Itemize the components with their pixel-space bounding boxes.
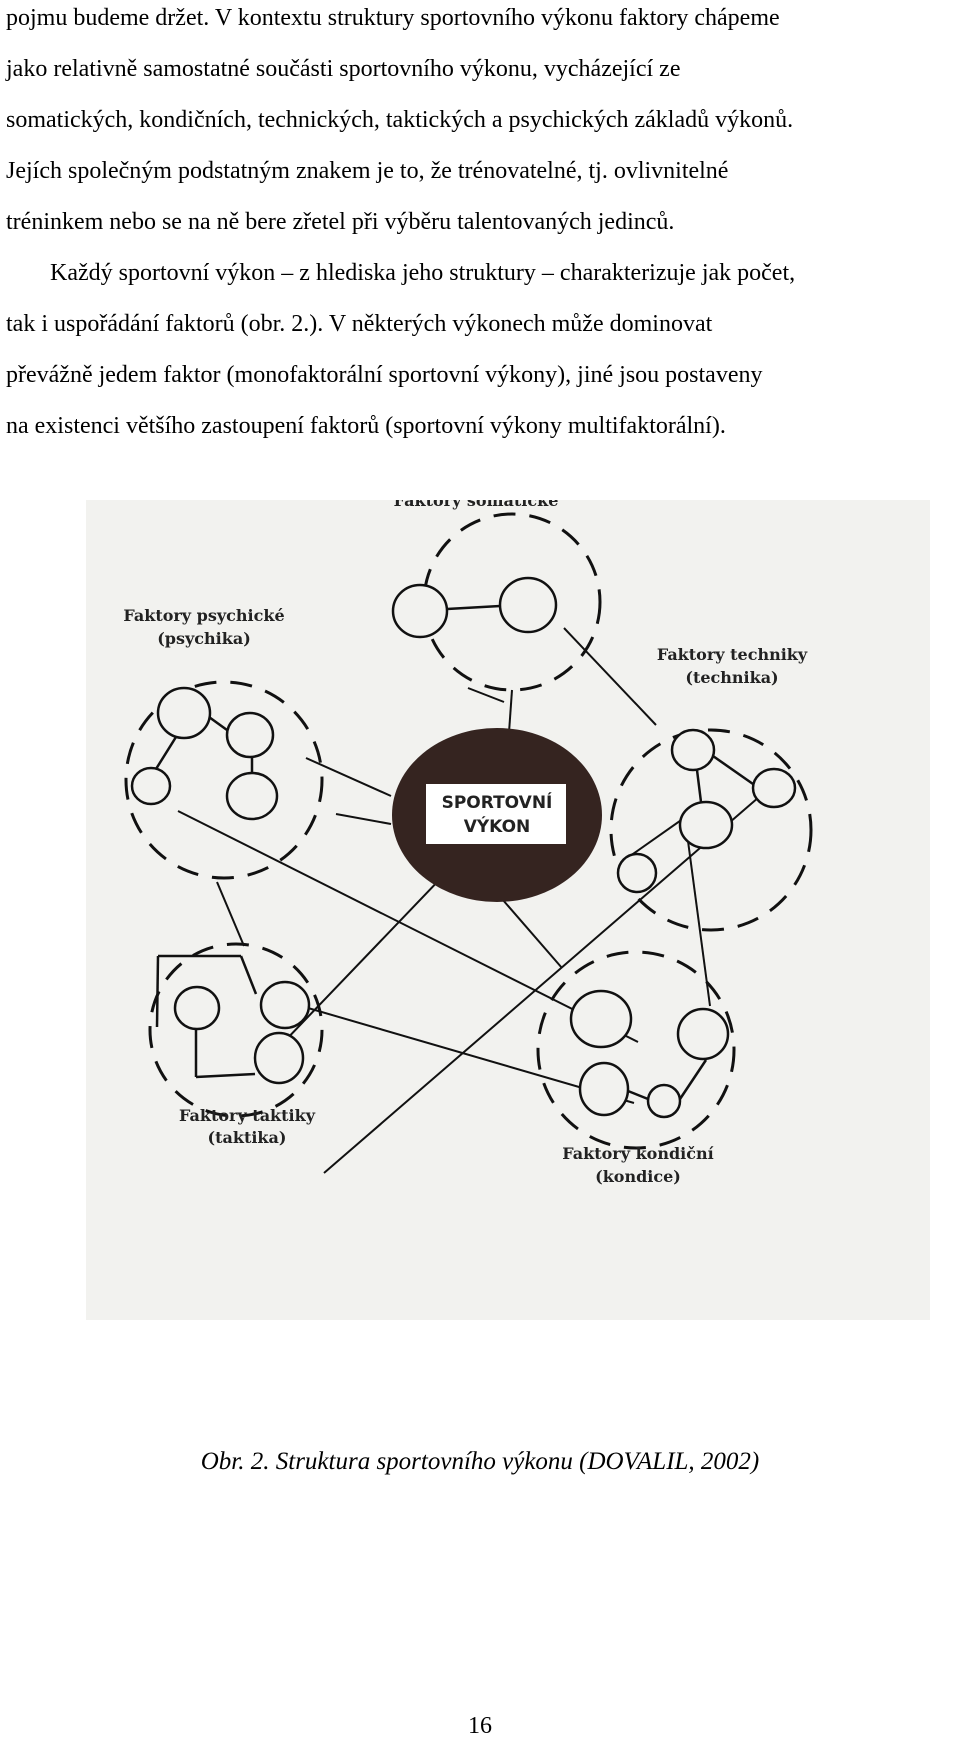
connector	[216, 881, 245, 947]
conditioning-factor-circle	[646, 1083, 682, 1119]
technique-factor-circle	[678, 800, 734, 850]
technique-factor-circle	[751, 767, 797, 809]
text-line: somatických, kondičních, technických, ta…	[6, 107, 794, 133]
figure-caption: Obr. 2. Struktura sportovního výkonu (DO…	[200, 1448, 760, 1475]
tactics-factors-sublabel: (taktika)	[208, 1128, 287, 1147]
center-label-box	[426, 784, 566, 844]
cluster-circles	[124, 512, 813, 1150]
psychic-factors-label: Faktory psychické	[123, 606, 284, 625]
connector	[695, 769, 703, 803]
somatic-factors-label: Faktory somatické	[394, 500, 559, 510]
connector	[678, 1059, 708, 1100]
cluster-internal-lines	[154, 604, 754, 1101]
tactics-factor-circle	[259, 980, 311, 1030]
text-line: pojmu budeme držet. V kontextu struktury…	[6, 5, 780, 31]
connector	[712, 754, 754, 786]
connector	[208, 715, 228, 732]
psychic-factor-circle	[156, 686, 212, 740]
center-label-line2: VÝKON	[464, 815, 531, 837]
connector	[323, 790, 767, 1174]
connector	[495, 891, 563, 969]
connector	[305, 757, 392, 797]
body-paragraph-1: pojmu budeme držet. V kontextu struktury…	[6, 0, 960, 248]
connector	[177, 810, 639, 1043]
connector	[239, 955, 258, 995]
tactics-factor-circle	[173, 985, 221, 1031]
tactics-factors-label: Faktory taktiky	[179, 1106, 316, 1125]
psychic-factor-circle	[130, 766, 172, 806]
conditioning-factor-circle	[676, 1007, 730, 1061]
page-number: 16	[468, 1713, 492, 1739]
body-paragraph-2: Každý sportovní výkon – z hlediska jeho …	[6, 248, 960, 452]
text-line: tak i uspořádání faktorů (obr. 2.). V ně…	[6, 311, 713, 337]
technique-factor-circle	[616, 852, 658, 894]
conditioning-factor-circle	[569, 989, 633, 1049]
psychic-factor-circle	[225, 711, 275, 759]
technique-cluster-circle	[609, 728, 813, 932]
text-line: na existenci většího zastoupení faktorů …	[6, 413, 726, 439]
text-line: Jejích společným podstatným znakem je to…	[6, 158, 729, 184]
technique-factors-sublabel: (technika)	[685, 668, 778, 687]
connector	[335, 813, 392, 825]
connector	[627, 1089, 649, 1101]
conditioning-factors-sublabel: (kondice)	[595, 1167, 681, 1186]
scan-background	[86, 500, 930, 1320]
text-line: Každý sportovní výkon – z hlediska jeho …	[50, 260, 796, 286]
connector	[154, 736, 178, 770]
psychic-factors-sublabel: (psychika)	[157, 629, 251, 648]
psychic-cluster-circle	[124, 680, 324, 880]
psychic-factor-circle	[225, 771, 279, 821]
connector	[467, 687, 505, 703]
tactics-cluster-circle	[148, 942, 324, 1118]
conditioning-factor-circle	[578, 1061, 630, 1117]
tactics-factor-circle	[253, 1031, 305, 1085]
connection-lines	[177, 627, 767, 1174]
sport-performance-structure-diagram: SPORTOVNÍ VÝKON Faktory somatické Faktor…	[86, 500, 930, 1320]
text-line: jako relativně samostatné součásti sport…	[6, 56, 681, 82]
somatic-factor-circle	[498, 576, 558, 634]
text-line: převážně jedem faktor (monofaktorální sp…	[6, 362, 763, 388]
connector	[155, 955, 160, 1028]
technique-factor-circle	[670, 728, 716, 772]
conditioning-factors-label: Faktory kondiční	[562, 1144, 713, 1163]
factor-circles	[130, 576, 797, 1119]
text-line: tréninkem nebo se na ně bere zřetel při …	[6, 209, 675, 235]
somatic-factor-circle	[391, 583, 449, 639]
center-label-line1: SPORTOVNÍ	[442, 791, 553, 813]
technique-factors-label: Faktory techniky	[657, 645, 808, 664]
somatic-cluster-circle	[422, 512, 602, 692]
connector	[446, 604, 501, 611]
connector	[195, 1072, 256, 1079]
connector	[563, 627, 657, 726]
conditioning-cluster-circle	[536, 950, 736, 1150]
